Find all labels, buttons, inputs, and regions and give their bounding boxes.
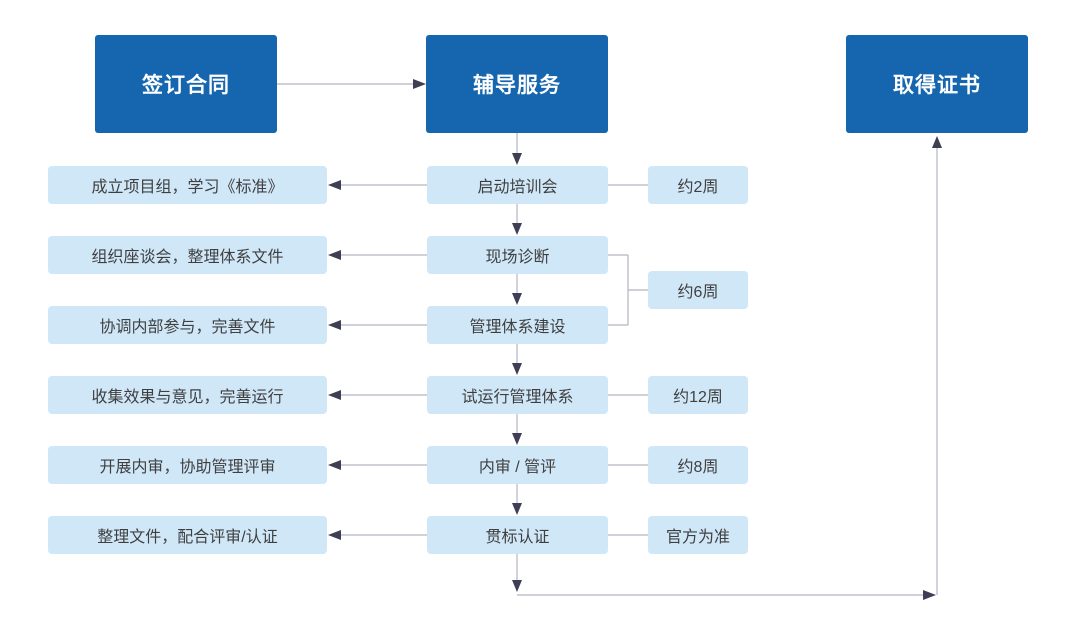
task-label: 组织座谈会，整理体系文件 <box>91 249 284 266</box>
duration-box-6: 官方为准 <box>648 516 748 554</box>
arrow-step5-to-step6 <box>512 484 522 515</box>
task-label: 开展内审，协助管理评审 <box>99 459 276 476</box>
arrow-step1-to-step2 <box>512 204 522 235</box>
arrow-step6-to-certificate <box>512 136 942 600</box>
phase-box-coaching-service: 辅导服务 <box>426 35 608 133</box>
step-box-kickoff-training: 启动培训会 <box>427 166 608 204</box>
arrow-step3-to-step4 <box>512 344 522 375</box>
arrow-step4-to-task4 <box>328 390 427 400</box>
step-box-system-building: 管理体系建设 <box>427 306 608 344</box>
task-label: 收集效果与意见，完善运行 <box>91 389 284 406</box>
arrow-step6-to-task6 <box>328 530 427 540</box>
arrow-step2-to-step3 <box>512 274 522 305</box>
task-box-5: 开展内审，协助管理评审 <box>48 446 327 484</box>
step-box-trial-run: 试运行管理体系 <box>427 376 608 414</box>
step-box-internal-audit: 内审 / 管评 <box>427 446 608 484</box>
duration-label: 约8周 <box>677 459 719 476</box>
task-label: 协调内部参与，完善文件 <box>99 319 276 336</box>
phase-box-obtain-certificate: 取得证书 <box>846 35 1028 133</box>
step-label: 现场诊断 <box>485 249 550 266</box>
arrow-step5-to-task5 <box>328 460 427 470</box>
duration-box-1: 约2周 <box>648 166 748 204</box>
task-box-6: 整理文件，配合评审/认证 <box>48 516 327 554</box>
task-box-4: 收集效果与意见，完善运行 <box>48 376 327 414</box>
task-label: 整理文件，配合评审/认证 <box>97 529 278 546</box>
arrow-sign-to-coaching <box>277 79 426 89</box>
arrow-step4-to-step5 <box>512 414 522 445</box>
arrow-step1-to-task1 <box>328 180 427 190</box>
duration-box-5: 约8周 <box>648 446 748 484</box>
connector-bracket-step2-step3-duration <box>608 254 648 326</box>
duration-label: 约2周 <box>677 179 719 196</box>
phase-label: 辅导服务 <box>473 74 561 97</box>
step-box-certification: 贯标认证 <box>427 516 608 554</box>
phase-label: 取得证书 <box>893 74 981 97</box>
arrow-coaching-to-step1 <box>512 133 522 165</box>
task-box-2: 组织座谈会，整理体系文件 <box>48 236 327 274</box>
step-label: 试运行管理体系 <box>461 389 574 406</box>
task-label: 成立项目组，学习《标准》 <box>91 179 284 196</box>
arrow-step3-to-task3 <box>328 320 427 330</box>
phase-box-sign-contract: 签订合同 <box>95 35 277 133</box>
duration-label: 约6周 <box>677 284 719 301</box>
task-box-3: 协调内部参与，完善文件 <box>48 306 327 344</box>
step-box-onsite-diagnosis: 现场诊断 <box>427 236 608 274</box>
step-label: 贯标认证 <box>485 529 550 546</box>
task-box-1: 成立项目组，学习《标准》 <box>48 166 327 204</box>
step-label: 内审 / 管评 <box>478 459 557 476</box>
duration-box-4: 约12周 <box>648 376 748 414</box>
phase-label: 签订合同 <box>142 74 230 97</box>
step-label: 启动培训会 <box>477 179 558 196</box>
duration-label: 官方为准 <box>665 529 730 546</box>
duration-box-2-3: 约6周 <box>648 271 748 309</box>
duration-label: 约12周 <box>673 389 723 406</box>
arrow-step2-to-task2 <box>328 250 427 260</box>
step-label: 管理体系建设 <box>469 319 566 336</box>
